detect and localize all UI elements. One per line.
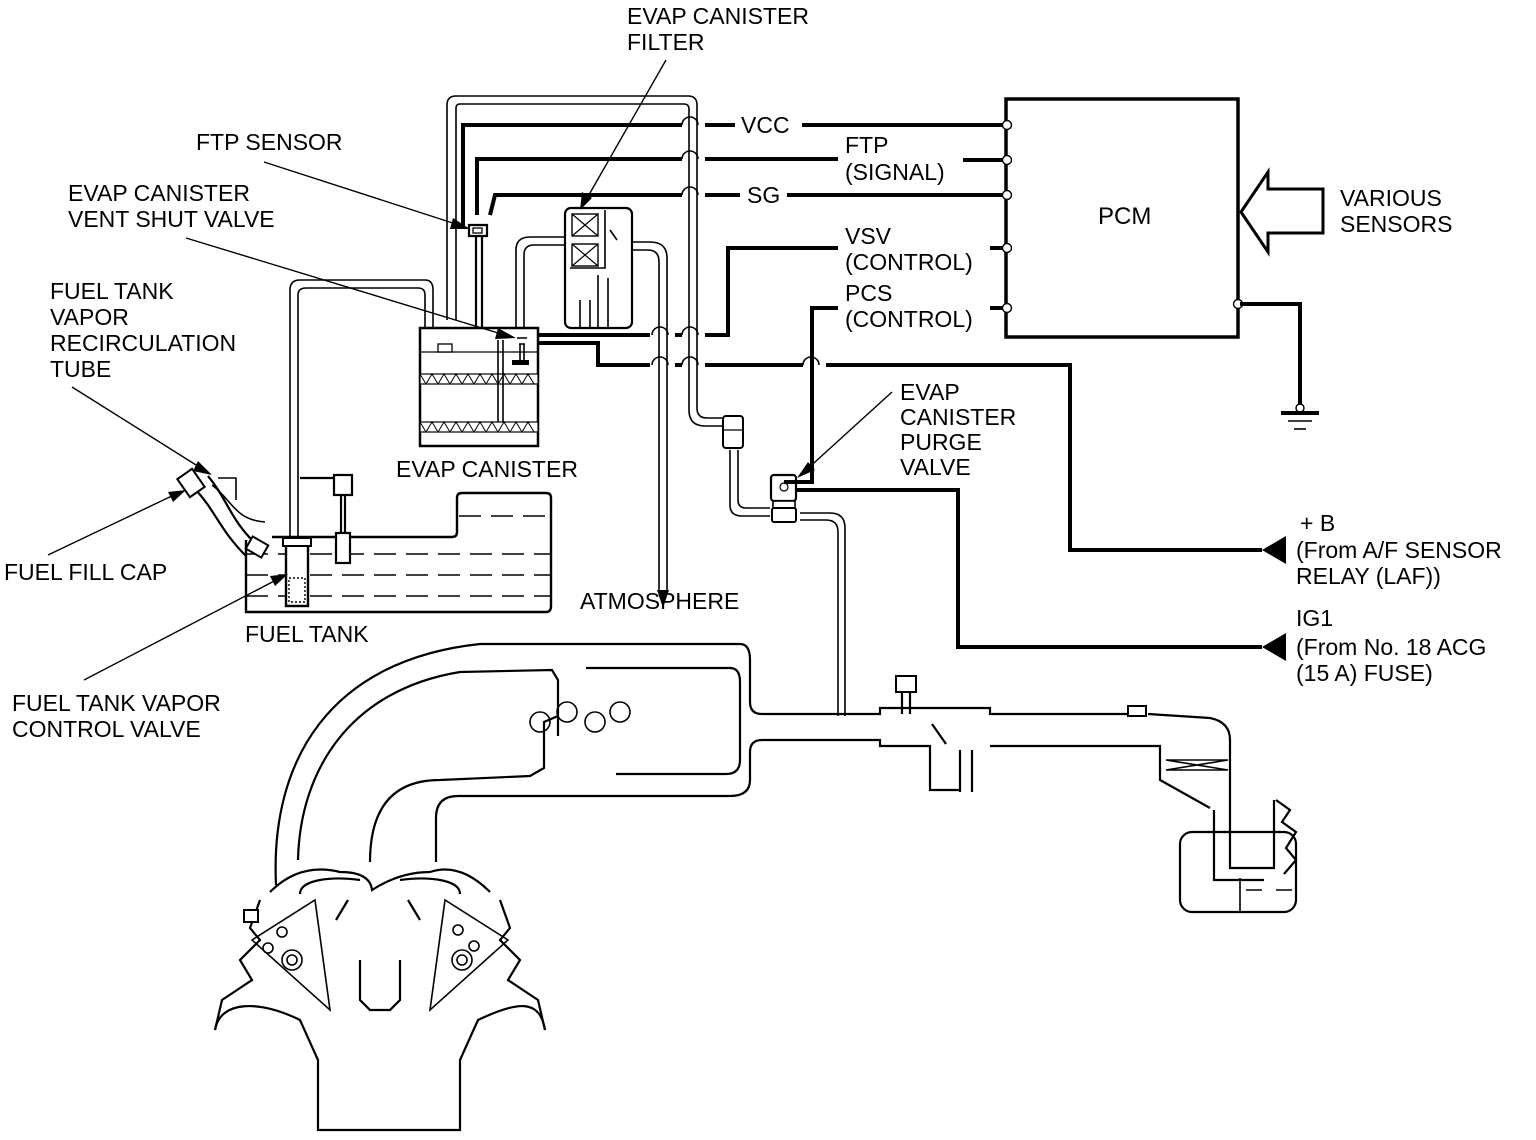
evap-canister-purge-valve <box>769 458 814 523</box>
pcm-box <box>1004 97 1240 339</box>
filter-leader <box>580 59 667 210</box>
sg-label: SG <box>747 182 780 208</box>
engine-block <box>213 868 547 1132</box>
input-arrow-icon <box>1239 167 1325 257</box>
vsv-control-label: VSV (CONTROL) <box>845 223 973 275</box>
pcs-control-label: PCS (CONTROL) <box>845 280 973 332</box>
evap-canister-filter-label: EVAP CANISTER FILTER <box>627 3 815 55</box>
vapor-control-valve-leader <box>83 574 288 681</box>
fuel-tank <box>244 473 553 614</box>
plus-b-label: + B (From A/F SENSOR RELAY (LAF)) <box>1296 510 1508 589</box>
air-cleaner-box <box>1178 799 1298 914</box>
evap-canister-label: EVAP CANISTER <box>396 456 578 482</box>
pcs-control-wire <box>810 306 1003 460</box>
pcm-pin-pcs <box>1001 302 1013 314</box>
pcm-pin-vsv <box>1001 242 1013 254</box>
canister-filter-hose <box>515 236 566 328</box>
recirculation-tube-leader <box>71 386 212 475</box>
ftp-signal-label: FTP (SIGNAL) <box>845 132 945 185</box>
ftp-sensor <box>467 223 489 328</box>
atmosphere-label: ATMOSPHERE <box>580 588 739 614</box>
filter-element-icon <box>571 213 599 267</box>
pcm-pin-ftp <box>1001 154 1013 166</box>
vcc-wire <box>461 116 1003 227</box>
recirculation-tube-label: FUEL TANK VAPOR RECIRCULATION TUBE <box>50 278 243 382</box>
vent-shut-valve-leader <box>185 237 516 339</box>
evap-canister <box>418 326 540 448</box>
purge-valve-leader <box>797 391 893 478</box>
power-source-triangle-icon <box>1262 536 1286 564</box>
pcm-pin-vcc <box>1001 119 1013 131</box>
vent-shut-valve-label: EVAP CANISTER VENT SHUT VALVE <box>68 180 275 232</box>
evap-canister-filter <box>563 206 634 330</box>
purge-hose <box>446 95 722 427</box>
pcm-module: PCM <box>1001 97 1244 339</box>
ig1-label: IG1 (From No. 18 ACG (15 A) FUSE) <box>1296 605 1493 686</box>
various-sensors-label: VARIOUS SENSORS <box>1340 185 1452 237</box>
check-valve <box>722 415 744 449</box>
pcm-pin-sg <box>1001 189 1013 201</box>
ground-wire <box>1240 302 1302 406</box>
fuel-fill-cap-leader <box>47 490 186 556</box>
intake-manifold <box>274 642 1232 886</box>
pcm-label: PCM <box>1098 203 1151 230</box>
solenoid-valve-icon <box>437 337 529 365</box>
fuel-tank-label: FUEL TANK <box>245 621 369 647</box>
vcc-label: VCC <box>741 112 790 138</box>
atmosphere-hose <box>629 241 669 608</box>
vapor-control-valve-label: FUEL TANK VAPOR CONTROL VALVE <box>12 690 227 742</box>
ig1-wire <box>790 488 1262 649</box>
tank-vapor-line <box>289 279 434 540</box>
power-source-triangle-icon <box>1262 633 1286 661</box>
ground-icon <box>1281 403 1319 430</box>
ftp-sensor-label: FTP SENSOR <box>196 129 343 155</box>
fuel-fill-cap-label: FUEL FILL CAP <box>4 559 167 585</box>
plus-b-wire <box>537 341 1262 552</box>
purge-intake-hose <box>729 450 846 716</box>
ftp-sensor-leader <box>263 161 470 229</box>
ftp-signal-wire <box>475 150 1003 215</box>
fuel-filler-neck <box>175 467 270 559</box>
purge-valve-label: EVAP CANISTER PURGE VALVE <box>900 379 1023 480</box>
